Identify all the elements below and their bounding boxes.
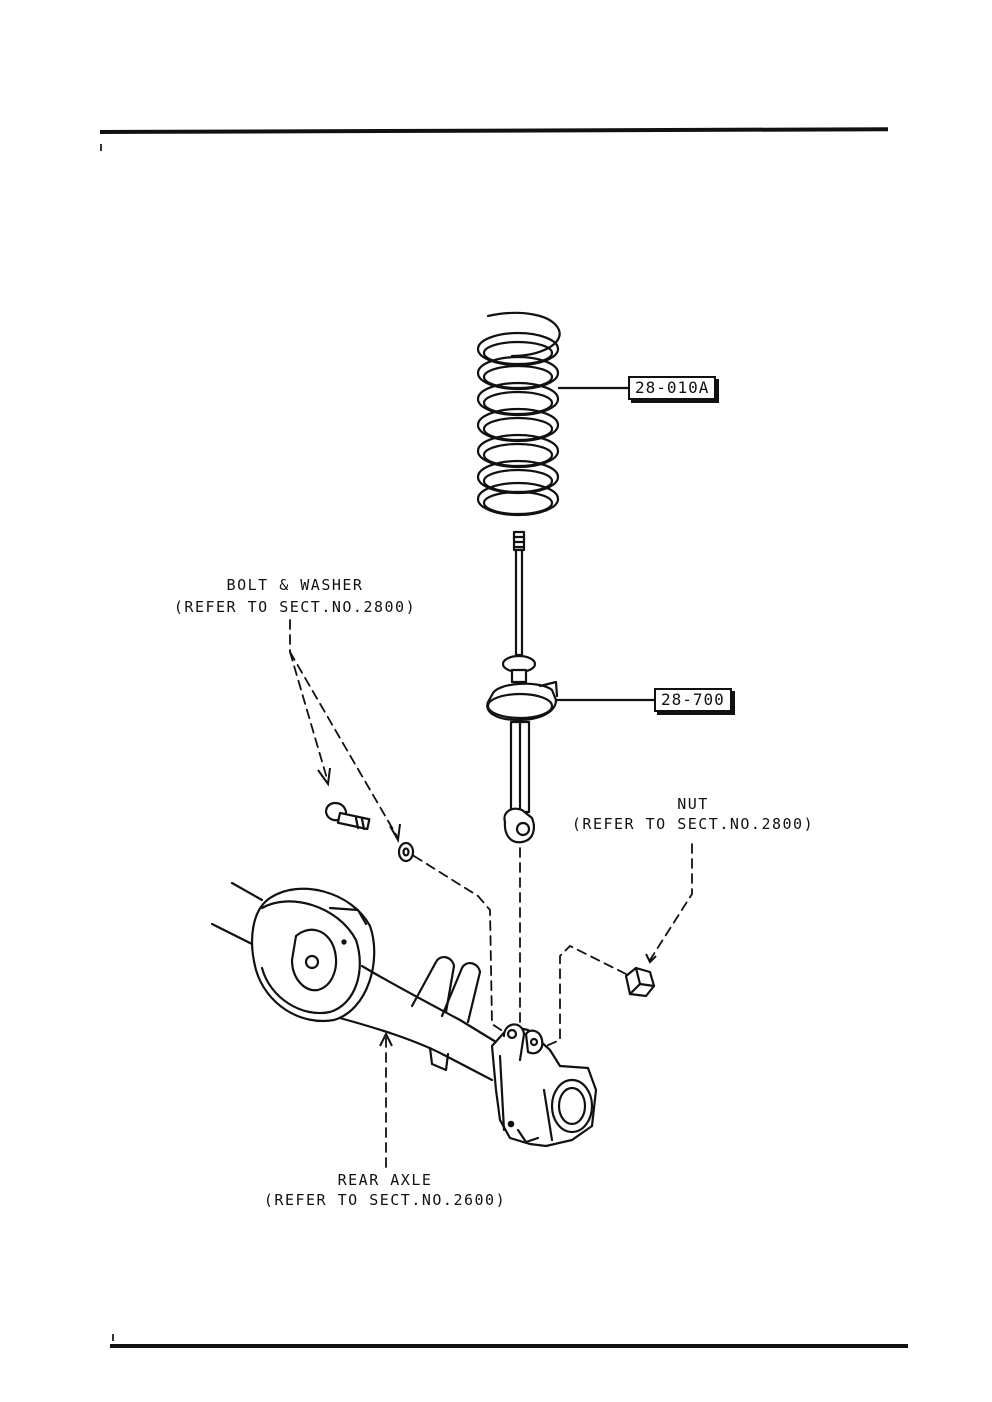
bolt-path-line [413,855,505,1033]
bolt-leader-line [289,651,329,783]
nut-path-line [545,944,627,1047]
spring-part-number-box[interactable]: 28-010A [628,376,717,400]
washer [397,841,415,863]
washer-leader-line [289,651,399,839]
bolt-washer-ref: (REFER TO SECT.NO.2800) [173,598,417,616]
bolt-washer-label: BOLT & WASHER (REFER TO SECT.NO.2800) [150,576,440,616]
nut-ref: (REFER TO SECT.NO.2800) [571,815,815,833]
washer-arrowhead [389,823,401,844]
shock-absorber [486,530,559,844]
nut-arrowhead [645,953,657,964]
bottom-rule [110,1344,908,1348]
axle-arrowhead [379,1031,393,1047]
coil-spring [476,311,561,517]
bolt-washer-name: BOLT & WASHER [226,576,364,594]
rear-axle-assembly [210,881,598,1148]
rear-axle-name: REAR AXLE [337,1171,433,1189]
rear-axle-ref: (REFER TO SECT.NO.2600) [263,1191,507,1209]
nut-leader-line [649,843,693,961]
nut [624,966,656,998]
bottom-rule-tick [112,1334,114,1341]
nut-label: NUT (REFER TO SECT.NO.2800) [548,795,838,833]
bolt [324,801,371,831]
nut-name: NUT [677,795,709,813]
shock-part-number-box[interactable]: 28-700 [654,688,732,712]
top-rule-tick [100,144,102,151]
rear-axle-label: REAR AXLE (REFER TO SECT.NO.2600) [240,1171,530,1209]
bolt-arrowhead [317,767,331,787]
